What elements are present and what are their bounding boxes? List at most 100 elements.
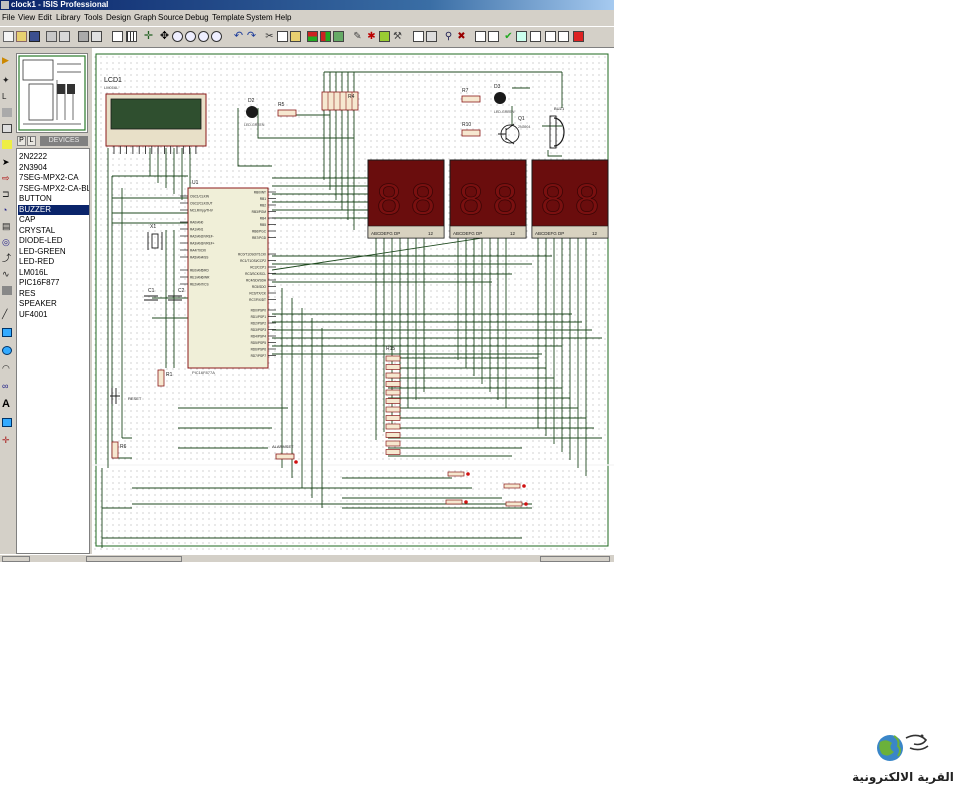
redo-icon[interactable]: ↷ [246, 30, 257, 42]
menu-library[interactable]: Library [56, 13, 81, 22]
push-button[interactable] [505, 501, 528, 507]
device-list-item[interactable]: 7SEG-MPX2-CA [19, 173, 79, 182]
refresh-icon[interactable] [112, 31, 123, 42]
new-sheet-icon[interactable] [475, 31, 486, 42]
resistor-network-r4[interactable]: R4 [321, 91, 359, 111]
import-icon[interactable] [46, 31, 57, 42]
path-tool-icon[interactable]: ∞ [2, 381, 9, 391]
buzzer[interactable]: BUZ1 [549, 106, 565, 149]
zoom-in-icon[interactable] [172, 31, 183, 42]
microcontroller[interactable]: U1 PIC16F877A OSC1/CLKINOSC2/CLKOUTMCLR/… [180, 180, 276, 375]
capacitor-c1[interactable]: C1 [144, 288, 158, 301]
menu-template[interactable]: Template [212, 13, 245, 22]
device-list-item[interactable]: LM016L [19, 267, 48, 277]
junction-icon[interactable]: ✦ [2, 75, 10, 85]
device-list-item[interactable]: BUZZER [18, 204, 89, 215]
resistor[interactable] [385, 440, 401, 447]
terminals-icon[interactable]: ⇨ [2, 173, 10, 183]
lcd-module[interactable]: LCD1 LM016L [104, 77, 207, 154]
pick-device-icon[interactable]: ✎ [353, 31, 362, 42]
menu-design[interactable]: Design [106, 13, 131, 22]
print-area-icon[interactable] [91, 31, 102, 42]
device-list-item[interactable]: LED-GREEN [19, 246, 66, 256]
export-icon[interactable] [59, 31, 70, 42]
wire-autorouter-icon[interactable] [413, 31, 424, 42]
remove-sheet-icon[interactable] [488, 31, 499, 42]
menu-source[interactable]: Source [158, 13, 184, 22]
voltage-probe-icon[interactable]: ⤴ [2, 253, 12, 263]
menu-edit[interactable]: Edit [38, 13, 52, 22]
device-list-item[interactable]: BUTTON [19, 194, 52, 203]
resistor[interactable] [385, 355, 401, 362]
resistor[interactable] [385, 389, 401, 396]
paste-icon[interactable] [290, 31, 301, 42]
resistor-r7[interactable]: R7 [461, 88, 481, 103]
bill-of-materials-icon[interactable] [530, 31, 541, 42]
search-tag-icon[interactable] [426, 31, 437, 42]
alarm-set-button[interactable]: ALARMSET [272, 444, 298, 464]
make-device-icon[interactable]: ✱ [367, 31, 376, 42]
device-list-item[interactable]: 2N3904 [19, 162, 48, 172]
subcircuit-icon[interactable] [2, 140, 12, 149]
schematic-drawing[interactable]: LCD1 LM016L U1 PIC16F877A OSC1/CLKINOSC2… [92, 48, 614, 554]
package-tool-icon[interactable] [379, 31, 390, 42]
push-button[interactable] [503, 483, 526, 489]
transistor-q1[interactable]: Q1 2N3904 [498, 116, 530, 145]
symbol-tool-icon[interactable] [2, 418, 12, 427]
push-button[interactable] [445, 499, 468, 505]
resistor[interactable] [385, 432, 401, 438]
new-icon[interactable] [3, 31, 14, 42]
device-list-item[interactable]: RES [19, 288, 36, 298]
undo-icon[interactable]: ↶ [233, 30, 244, 42]
open-icon[interactable] [16, 31, 27, 42]
copy-icon[interactable] [277, 31, 288, 42]
device-list-item[interactable]: UF4001 [19, 309, 48, 319]
bus-icon[interactable] [2, 124, 12, 133]
menu-debug[interactable]: Debug [185, 13, 209, 22]
zoom-all-icon[interactable] [198, 31, 209, 42]
block-rotate-icon[interactable] [333, 31, 344, 42]
device-list-item[interactable]: CRYSTAL [19, 225, 56, 235]
resistor-r5[interactable]: R5 [277, 102, 297, 117]
menu-view[interactable]: View [18, 13, 36, 22]
resistor[interactable] [385, 415, 401, 421]
block-move-icon[interactable] [320, 31, 331, 42]
device-pins-icon[interactable]: ⊐ [2, 189, 10, 199]
generator-icon[interactable]: ◎ [2, 237, 10, 247]
menu-help[interactable]: Help [275, 13, 292, 22]
device-list-item[interactable]: PIC16F877 [19, 278, 60, 287]
save-icon[interactable] [29, 31, 40, 42]
device-list-item[interactable]: 7SEG-MPX2-CA-BLUE [19, 183, 89, 193]
simulate-icon[interactable] [573, 31, 584, 42]
graph-mode-icon[interactable]: ◔ [2, 205, 8, 215]
decompose-icon[interactable]: ⚒ [393, 31, 402, 42]
selection-mode-icon[interactable]: ➤ [2, 157, 10, 167]
text-script-icon[interactable] [2, 108, 12, 117]
device-list-item[interactable]: CAP [19, 215, 36, 224]
crystal-x1[interactable]: X1 [147, 224, 163, 250]
resistor-r1[interactable]: R1 [157, 369, 173, 387]
resistor[interactable] [385, 449, 401, 455]
menu-system[interactable]: System [246, 13, 273, 22]
device-list-item[interactable]: DIODE-LED [19, 236, 63, 245]
resistor[interactable] [385, 423, 401, 430]
resistor[interactable] [385, 364, 401, 370]
line-tool-icon[interactable]: ╱ [2, 309, 8, 319]
zoom-area-icon[interactable] [211, 31, 222, 42]
current-probe-icon[interactable]: ∿ [2, 269, 10, 279]
annotate-icon[interactable] [558, 31, 569, 42]
device-list-item[interactable]: 2N2222 [19, 152, 48, 161]
resistor[interactable] [385, 398, 401, 404]
library-manager-button[interactable]: L [27, 136, 36, 146]
device-list-item[interactable]: SPEAKER [19, 299, 57, 308]
circle-tool-icon[interactable] [2, 346, 12, 355]
resistor-r6[interactable]: R6 [111, 441, 127, 459]
overview-window[interactable] [16, 53, 88, 133]
block-copy-icon[interactable] [307, 31, 318, 42]
resistor[interactable] [385, 372, 401, 379]
print-icon[interactable] [78, 31, 89, 42]
marker-tool-icon[interactable]: ✛ [2, 435, 10, 445]
